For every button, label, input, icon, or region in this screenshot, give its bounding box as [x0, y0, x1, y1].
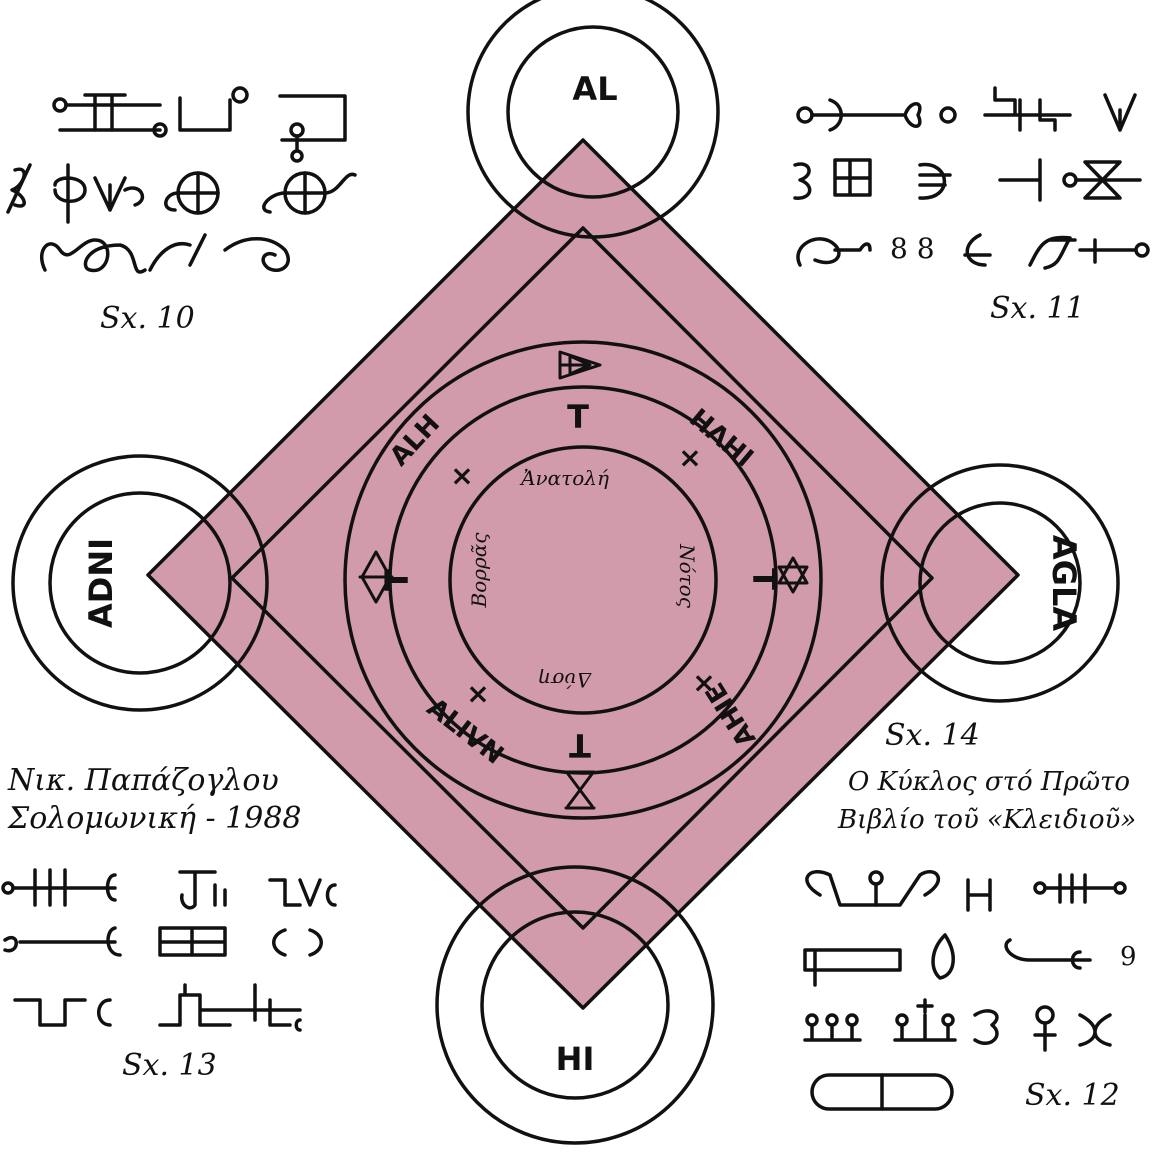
svg-text:8 8: 8 8: [890, 232, 935, 265]
name-bottom: HI: [556, 1040, 595, 1078]
cross-mark-upper-left: ×: [450, 459, 473, 492]
sigils-fig11: 8 8: [795, 88, 1148, 268]
caption-fig14: Sx. 14: [885, 718, 980, 753]
sigils-fig12: 9: [805, 872, 1137, 1109]
author-line2: Σολομωνική - 1988: [7, 801, 302, 836]
name-right: AGLA: [1045, 535, 1083, 631]
caption-fig11: Sx. 11: [990, 291, 1085, 326]
author-line1: Νικ. Παπάζογλου: [7, 763, 279, 798]
name-top: AL: [572, 70, 617, 108]
caption-fig13: Sx. 13: [122, 1048, 217, 1083]
t-mark-right: T: [745, 568, 783, 590]
cross-mark-lower-left: ×: [466, 677, 489, 710]
fig14-description-line2: Βιβλίο τοῦ «Κλειδιοῦ»: [837, 805, 1136, 835]
cross-mark-lower-right: ×: [692, 666, 715, 699]
caption-fig12: Sx. 12: [1025, 1078, 1120, 1113]
circle-left: [13, 456, 267, 710]
t-mark-top: T: [567, 398, 589, 436]
direction-west: Δύση: [539, 668, 592, 692]
direction-east: Ἀνατολή: [519, 466, 609, 490]
direction-north: Βορρᾶς: [467, 532, 491, 609]
sigils-fig10: [8, 88, 355, 272]
svg-text:9: 9: [1120, 942, 1137, 972]
caption-fig10: Sx. 10: [100, 301, 195, 336]
name-left: ADNI: [82, 538, 120, 628]
fig14-description-line1: Ο Κύκλος στό Πρῶτο: [848, 767, 1130, 797]
cross-mark-upper-right: ×: [678, 441, 701, 474]
sigils-fig13: [3, 870, 335, 1030]
direction-south: Νότος: [675, 543, 699, 609]
t-mark-bottom: T: [569, 726, 591, 764]
